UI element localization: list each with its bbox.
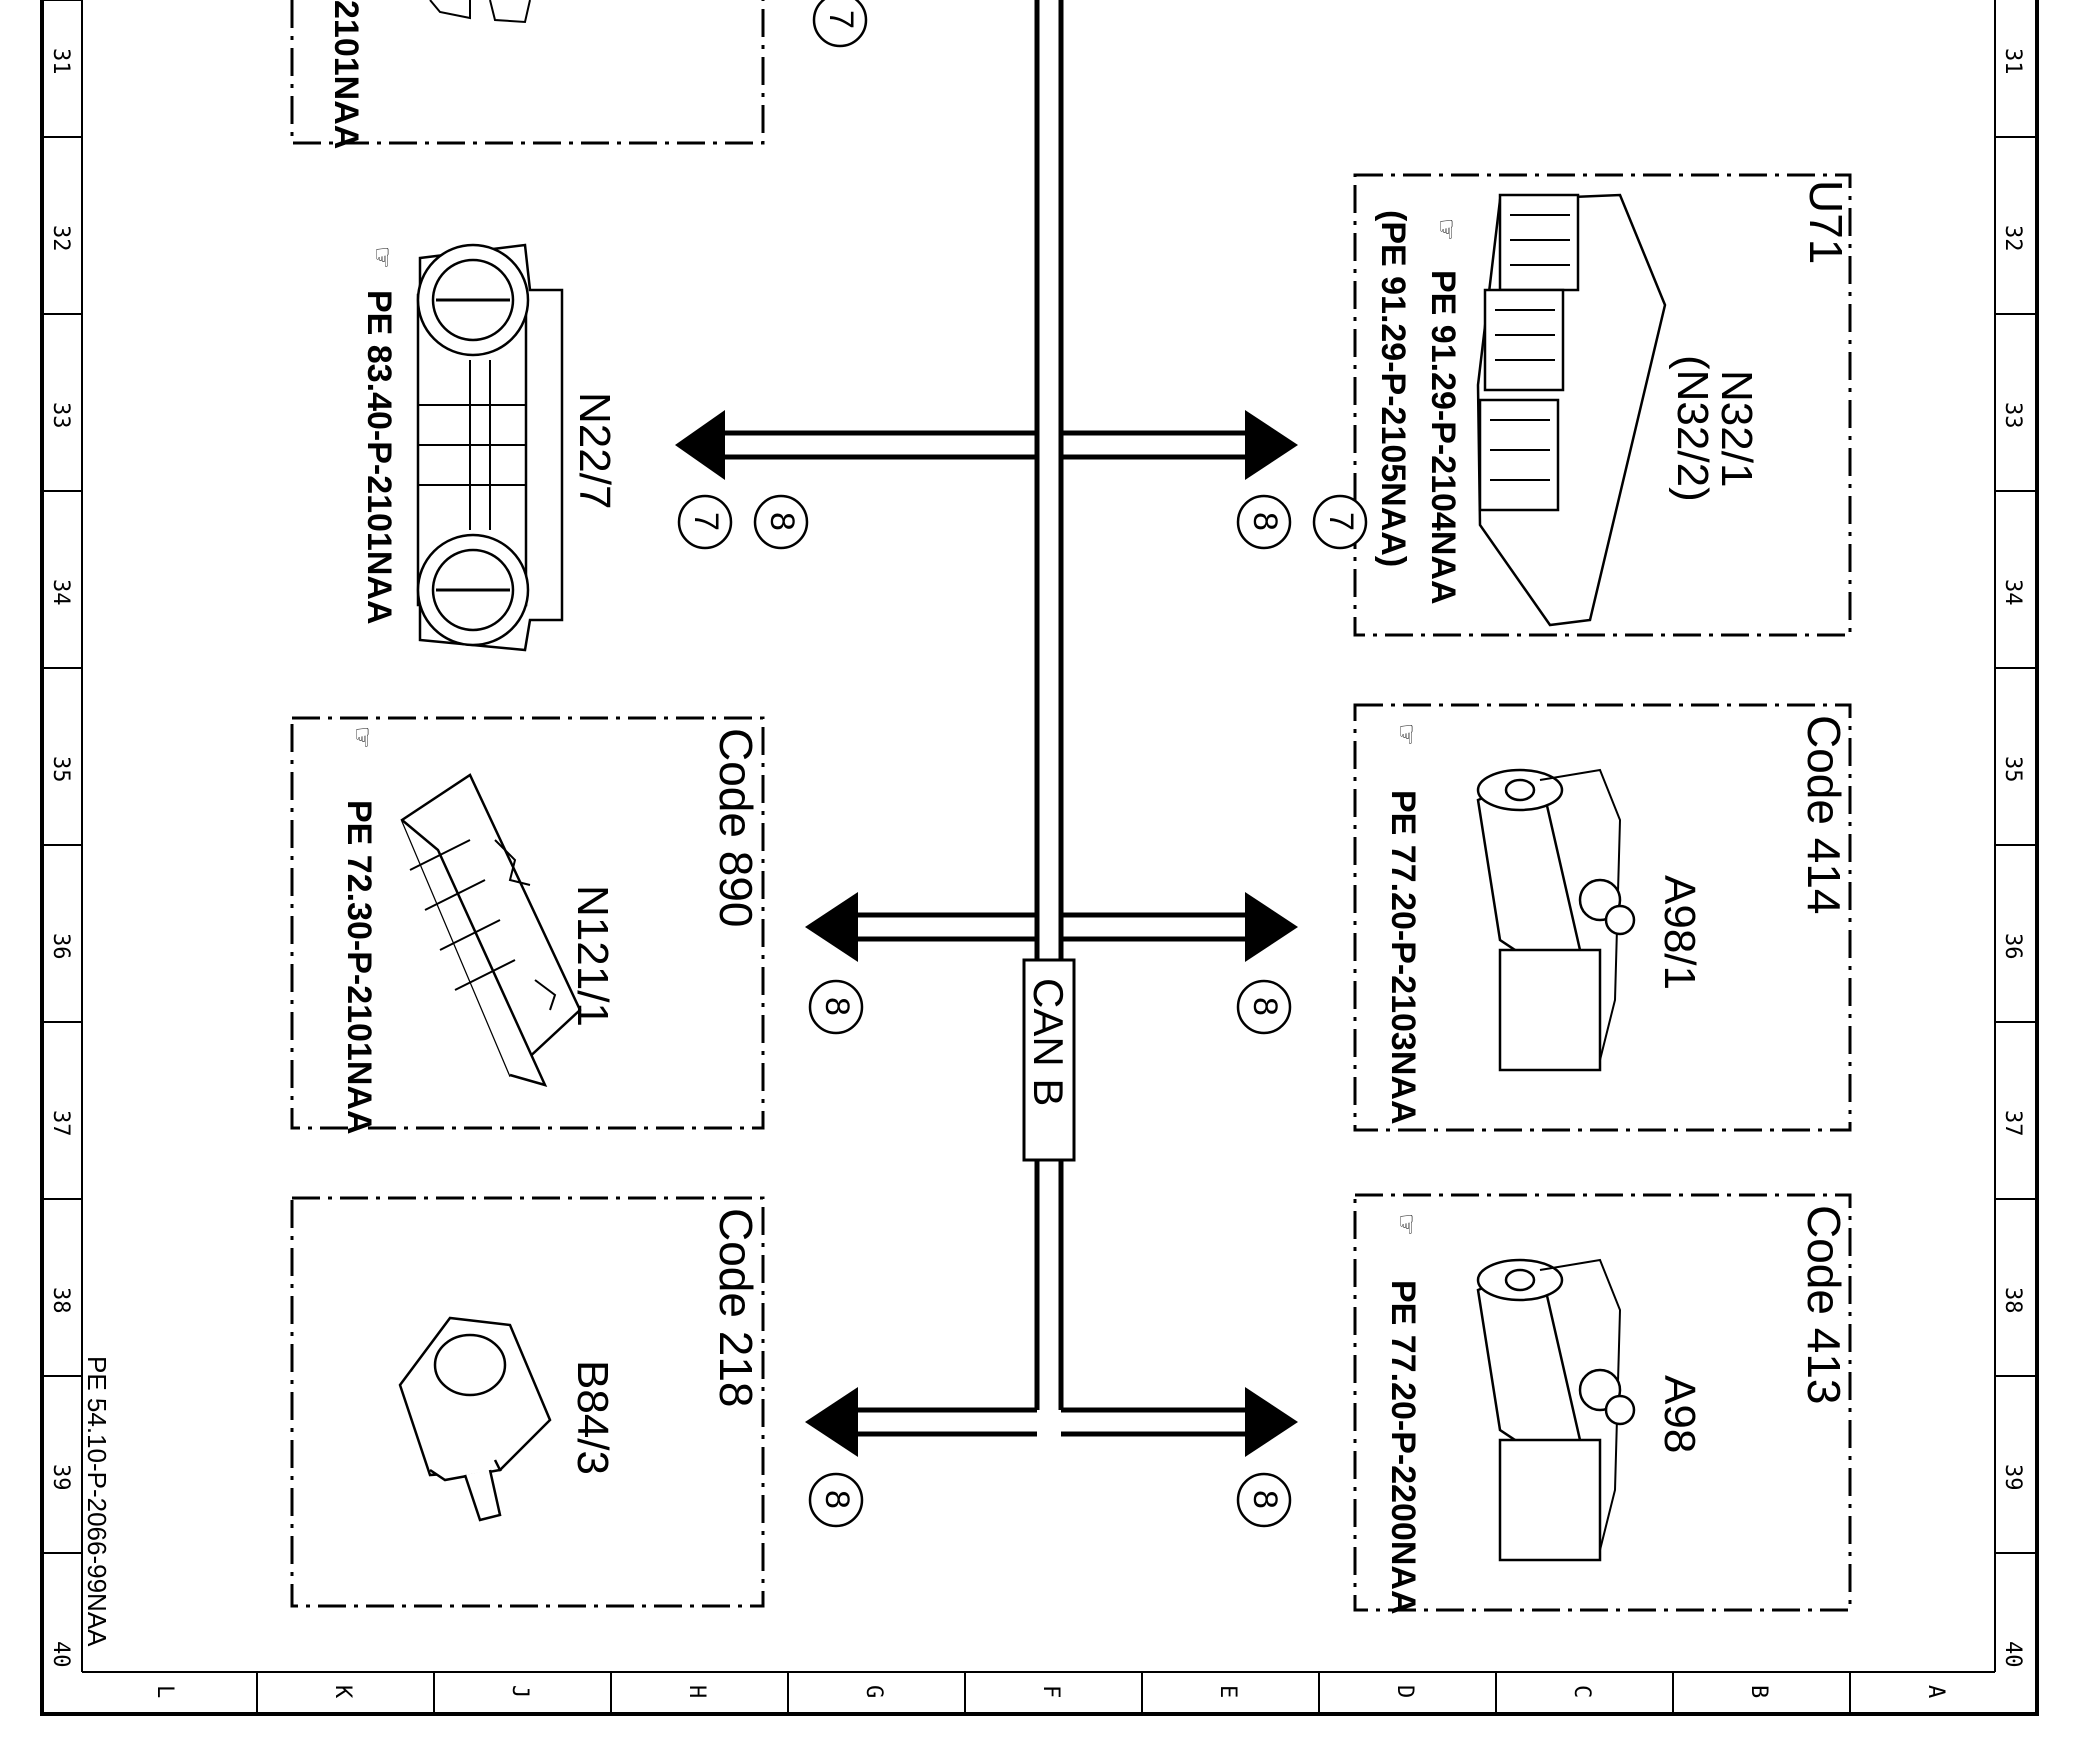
connector-circle xyxy=(753,494,809,550)
row-label-38: 38 xyxy=(48,1287,73,1314)
row-label-36: 36 xyxy=(48,933,73,960)
row-label-32: 32 xyxy=(48,225,73,252)
component-a98: A98 Code 413 PE 77.20-P-2200NAA ☞ 8 xyxy=(1236,1193,1852,1615)
col-label-E: E xyxy=(1215,1685,1240,1698)
component-top-left: 2101NAA 7 xyxy=(290,0,868,149)
n121-1-code: Code 890 xyxy=(710,728,762,928)
arrow-to-b84-3 xyxy=(805,1387,858,1457)
connector-circle xyxy=(1312,494,1368,550)
col-label-C: C xyxy=(1569,1685,1594,1698)
col-label-A: A xyxy=(1923,1685,1948,1698)
col-label-J: J xyxy=(507,1685,532,1698)
arrow-to-n121-1 xyxy=(805,892,858,962)
row-label-31-right: 31 xyxy=(2000,48,2025,75)
component-n22-7: N22/7 PE 83.40-P-2101NAA ☞ 8 7 xyxy=(360,243,809,652)
col-label-B: B xyxy=(1746,1685,1771,1698)
a98-code: Code 413 xyxy=(1798,1205,1850,1405)
arrow-to-n22-7 xyxy=(675,410,725,480)
n121-1-box xyxy=(290,716,765,1130)
n22-7-conn-b: 7 xyxy=(687,512,725,531)
a98-1-box xyxy=(1353,703,1852,1132)
top-left-ref: 2101NAA xyxy=(327,0,365,149)
row-label-31: 31 xyxy=(48,48,73,75)
connector-circle xyxy=(1236,494,1292,550)
row-label-40-right: 40 xyxy=(2000,1641,2025,1668)
n121-1-label: N121/1 xyxy=(568,885,617,1027)
col-label-L: L xyxy=(152,1685,177,1698)
b84-3-code: Code 218 xyxy=(710,1208,762,1408)
n22-7-ref: PE 83.40-P-2101NAA xyxy=(360,290,398,625)
row-label-33: 33 xyxy=(48,402,73,429)
row-label-39-right: 39 xyxy=(2000,1464,2025,1491)
connector-circle xyxy=(677,494,733,550)
arrow-to-a98-1 xyxy=(1245,892,1298,962)
sheet-ref-code: PE 54.10-P-2066-99NAA xyxy=(82,1356,112,1647)
a98-1-label: A98/1 xyxy=(1655,875,1704,990)
hand-pointer-icon: ☞ xyxy=(1388,725,1426,745)
can-bus-trunk xyxy=(675,0,1298,1457)
col-label-K: K xyxy=(330,1685,355,1699)
b84-3-conn: 8 xyxy=(818,1490,856,1509)
component-a98-1: A98/1 Code 414 PE 77.20-P-2103NAA ☞ 8 xyxy=(1236,703,1852,1132)
connector-circle xyxy=(808,979,864,1035)
connector-circle xyxy=(808,1472,864,1528)
col-label-G: G xyxy=(861,1685,886,1698)
hand-pointer-icon: ☞ xyxy=(344,728,382,748)
component-b84-3: B84/3 Code 218 8 xyxy=(290,1196,864,1608)
connector-circle xyxy=(812,0,868,48)
arrow-to-a98 xyxy=(1245,1387,1298,1457)
a98-1-ref: PE 77.20-P-2103NAA xyxy=(1384,790,1422,1125)
n32-1-code: U71 xyxy=(1800,180,1852,264)
can-b-label-box: CAN B xyxy=(1022,958,1076,1162)
a98-ref: PE 77.20-P-2200NAA xyxy=(1384,1280,1422,1615)
a98-box xyxy=(1353,1193,1852,1612)
row-label-36-right: 36 xyxy=(2000,933,2025,960)
row-label-33-right: 33 xyxy=(2000,402,2025,429)
row-label-40: 40 xyxy=(48,1641,73,1668)
row-label-39: 39 xyxy=(48,1464,73,1491)
a98-1-conn: 8 xyxy=(1246,997,1284,1016)
component-n32-1: N32/1 (N32/2) U71 PE 91.29-P-2104NAA ☞ (… xyxy=(1236,173,1852,637)
n22-7-label: N22/7 xyxy=(570,392,619,509)
b84-3-box xyxy=(290,1196,765,1608)
row-ruler: 31 32 33 34 35 36 37 38 39 40 31 32 33 3… xyxy=(42,0,2037,1668)
hand-pointer-icon: ☞ xyxy=(364,248,402,268)
column-ruler: L K J H G F E D C B A xyxy=(152,1672,1948,1714)
n32-1-label: N32/1 xyxy=(1712,370,1761,487)
row-label-37: 37 xyxy=(48,1110,73,1137)
col-label-H: H xyxy=(684,1685,709,1698)
connector-circle xyxy=(1236,1472,1292,1528)
hand-pointer-icon: ☞ xyxy=(1388,1215,1426,1235)
n32-1-box xyxy=(1353,173,1852,637)
a98-label: A98 xyxy=(1655,1375,1704,1453)
n32-1-label-alt: (N32/2) xyxy=(1668,355,1717,502)
col-label-D: D xyxy=(1392,1685,1417,1698)
hand-pointer-icon: ☞ xyxy=(1428,220,1466,240)
a98-1-code: Code 414 xyxy=(1798,715,1850,915)
n32-1-ref-alt: (PE 91.29-P-2105NAA) xyxy=(1374,210,1412,567)
row-label-34: 34 xyxy=(48,579,73,606)
n121-1-conn: 8 xyxy=(818,997,856,1016)
row-label-35: 35 xyxy=(48,756,73,783)
row-label-37-right: 37 xyxy=(2000,1110,2025,1137)
n121-1-ref: PE 72.30-P-2101NAA xyxy=(340,800,378,1135)
connector-circle xyxy=(1236,979,1292,1035)
b84-3-label: B84/3 xyxy=(568,1360,617,1475)
n32-1-conn-a: 8 xyxy=(1246,512,1284,531)
n32-1-conn-b: 7 xyxy=(1322,512,1360,531)
component-n121-1: N121/1 Code 890 PE 72.30-P-2101NAA ☞ 8 xyxy=(290,716,864,1135)
top-left-conn: 7 xyxy=(822,10,860,29)
row-label-35-right: 35 xyxy=(2000,756,2025,783)
can-b-label: CAN B xyxy=(1025,978,1072,1106)
col-label-F: F xyxy=(1038,1685,1063,1698)
arrow-to-n32-1 xyxy=(1245,410,1298,480)
n32-1-ref: PE 91.29-P-2104NAA xyxy=(1424,270,1462,605)
sheet-frame xyxy=(40,0,2039,1716)
row-label-38-right: 38 xyxy=(2000,1287,2025,1314)
n22-7-conn-a: 8 xyxy=(763,512,801,531)
row-label-32-right: 32 xyxy=(2000,225,2025,252)
a98-conn: 8 xyxy=(1246,1490,1284,1509)
row-label-34-right: 34 xyxy=(2000,579,2025,606)
